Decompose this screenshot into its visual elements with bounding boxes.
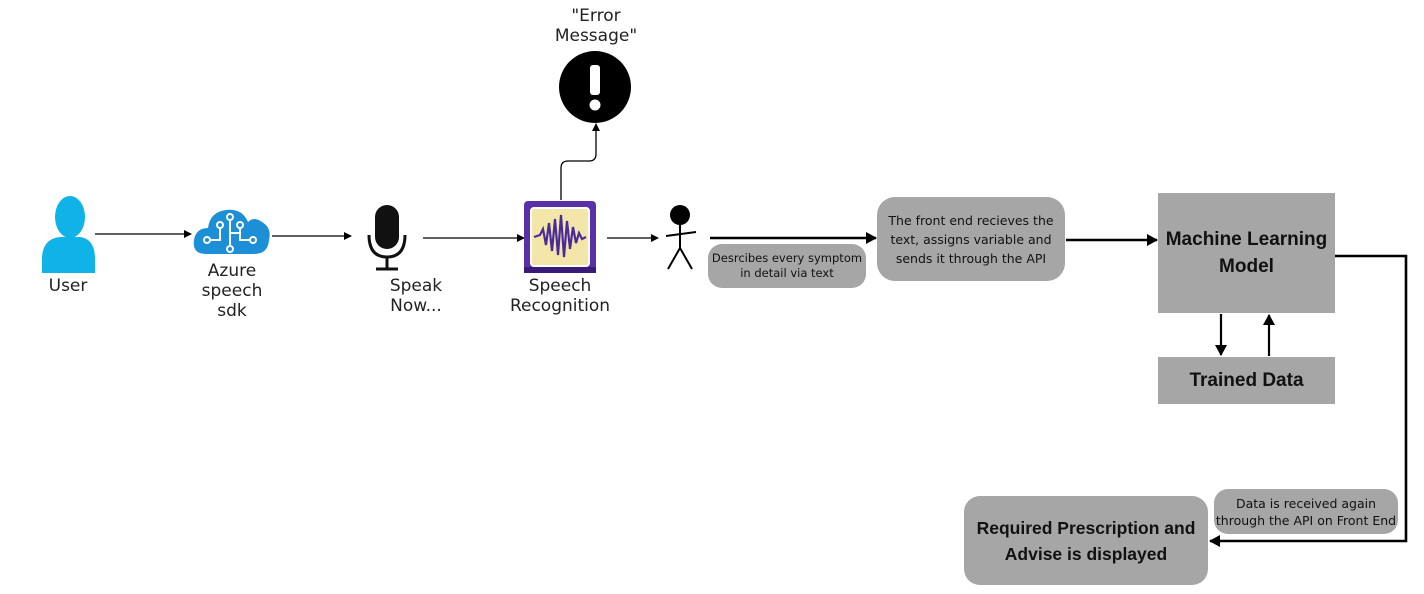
user-label: User <box>48 276 88 296</box>
mic-label: Speak Now... <box>389 276 443 316</box>
error-icon <box>559 51 631 123</box>
frontend-node: The front end recieves the text, assigns… <box>877 197 1065 281</box>
error-label: "Error Message" <box>554 6 638 46</box>
trained-data-node: Trained Data <box>1158 357 1335 404</box>
speech-recognition-icon <box>524 201 596 273</box>
speech-label: Speech Recognition <box>509 276 611 316</box>
azure-label: Azure speech sdk <box>201 261 263 321</box>
person-icon <box>665 205 697 270</box>
arrow-speech-to-error <box>560 123 600 200</box>
ml-model-node: Machine Learning Model <box>1158 193 1335 313</box>
microphone-icon <box>367 205 407 271</box>
prescription-result-node: Required Prescription and Advise is disp… <box>964 496 1208 585</box>
describe-symptoms-node: Desrcibes every symptom in detail via te… <box>708 244 866 288</box>
arrow-ml-to-result <box>1209 254 1408 547</box>
data-received-node: Data is received again through the API o… <box>1214 489 1398 534</box>
user-icon <box>42 196 95 273</box>
azure-cloud-icon <box>193 209 270 254</box>
